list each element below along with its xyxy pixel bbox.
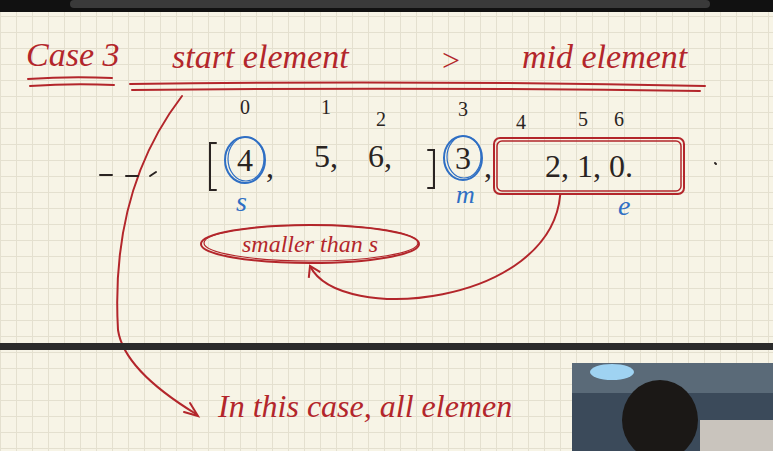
index-number: 6 xyxy=(614,109,624,129)
circled-value: 3 xyxy=(443,135,483,181)
node-text: 3 xyxy=(455,142,471,174)
title-underline xyxy=(30,84,114,86)
heading-underline xyxy=(132,89,700,91)
heading-underline xyxy=(130,82,705,86)
heading-text: start element xyxy=(172,40,349,74)
node-text: smaller than s xyxy=(242,232,378,256)
note-text: In this case, all elemen xyxy=(218,390,512,422)
index-number: 2 xyxy=(376,109,386,129)
comma: , xyxy=(484,150,492,182)
highlight-box: 2, 1, 0. xyxy=(493,137,685,195)
pointer-head xyxy=(184,403,198,416)
arrowhead xyxy=(309,266,321,278)
index-number: 1 xyxy=(321,97,331,117)
index-number: 3 xyxy=(458,99,468,119)
outline-stroke xyxy=(225,137,265,183)
array-value: 5, xyxy=(314,140,338,172)
outline-stroke xyxy=(228,137,264,181)
outline-stroke xyxy=(497,141,681,191)
pointer-label: s xyxy=(236,188,247,216)
title: Case 3 xyxy=(26,38,120,72)
pointer-curve xyxy=(117,96,196,414)
note-ellipse: smaller than s xyxy=(200,224,420,264)
heading-text: > xyxy=(440,44,462,76)
divider xyxy=(0,343,773,350)
outline-stroke xyxy=(204,225,418,261)
bracket xyxy=(210,143,216,190)
circled-value: 4 xyxy=(224,136,266,184)
top-bar xyxy=(0,0,773,12)
index-number: 4 xyxy=(516,112,526,132)
outline-stroke xyxy=(447,136,481,178)
node-text: 2, 1, 0. xyxy=(545,150,633,182)
outline-stroke xyxy=(444,136,482,180)
index-number: 0 xyxy=(240,97,250,117)
dot xyxy=(715,163,716,164)
pointer-label: e xyxy=(618,192,630,220)
webcam-overlay xyxy=(572,363,773,451)
title-underline xyxy=(28,77,112,79)
top-bar-field xyxy=(70,0,710,8)
bracket xyxy=(428,150,434,188)
heading-text: mid element xyxy=(522,40,687,74)
index-number: 5 xyxy=(578,109,588,129)
comma: , xyxy=(266,150,274,182)
outline-stroke xyxy=(201,225,419,263)
outline-stroke xyxy=(494,138,684,194)
pointer-label: m xyxy=(456,182,475,208)
array-value: 6, xyxy=(368,140,392,172)
dashes xyxy=(100,172,156,176)
node-text: 4 xyxy=(237,144,253,176)
